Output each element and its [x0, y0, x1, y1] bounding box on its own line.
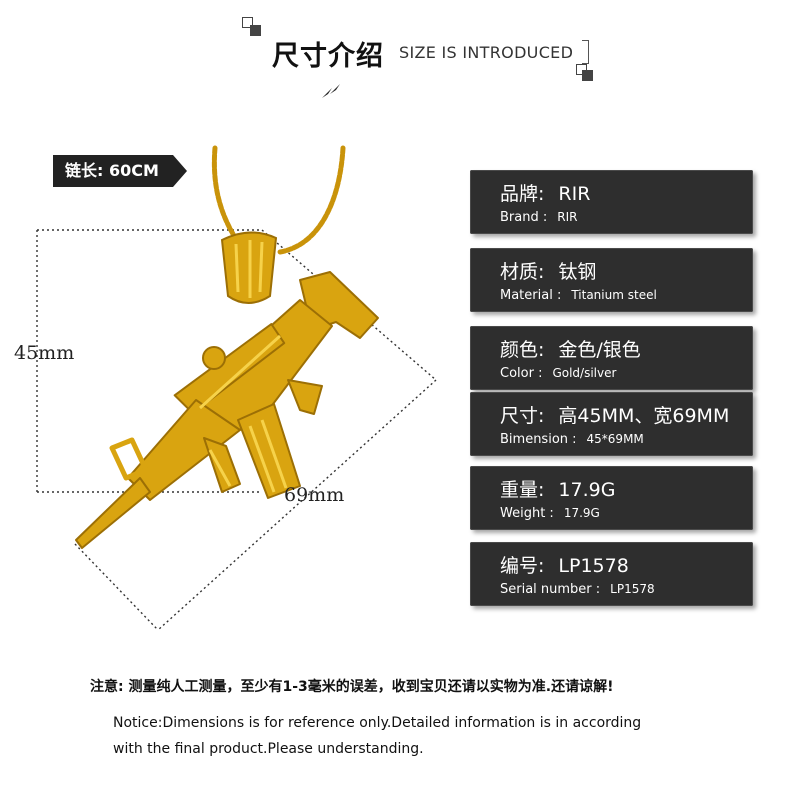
- section-subtitle: SIZE IS INTRODUCED: [399, 43, 574, 62]
- spec-label-en: Color :: [500, 366, 543, 381]
- dimension-guides: [36, 229, 437, 631]
- spec-panel-serial: 编号: LP1578 Serial number : LP1578: [470, 542, 753, 606]
- spec-value-cn: 钛钢: [558, 261, 597, 283]
- chain-length-tag: 链长: 60CM: [53, 155, 187, 187]
- spec-value-cn: 金色/银色: [558, 339, 641, 361]
- width-label: 69mm: [284, 484, 345, 506]
- spec-label-en: Material :: [500, 288, 562, 303]
- spec-value-cn: RIR: [558, 183, 591, 205]
- spec-value-cn: 17.9G: [558, 479, 616, 501]
- spec-label-en: Weight :: [500, 506, 554, 521]
- spec-label-cn: 尺寸:: [500, 405, 545, 427]
- notice-en-line2: with the final product.Please understand…: [113, 741, 424, 757]
- corner-square-icon: [576, 64, 587, 75]
- spec-panel-brand: 品牌: RIR Brand : RIR: [470, 170, 753, 234]
- chain: [211, 145, 346, 255]
- spec-panel-dimension: 尺寸: 高45MM、宽69MM Bimension : 45*69MM: [470, 392, 753, 456]
- spec-panel-weight: 重量: 17.9G Weight : 17.9G: [470, 466, 753, 530]
- spec-label-en: Brand :: [500, 210, 548, 225]
- notice-en: Notice:Dimensions is for reference only.…: [113, 710, 753, 762]
- corner-square-filled-icon: [582, 70, 593, 81]
- spec-label-en: Serial number :: [500, 582, 601, 597]
- spec-label-cn: 颜色:: [500, 339, 545, 361]
- spec-value-cn: 高45MM、宽69MM: [558, 405, 730, 427]
- spec-value-en: Titanium steel: [571, 288, 657, 302]
- spec-value-en: 17.9G: [563, 506, 600, 520]
- spec-value-cn: LP1578: [558, 555, 629, 577]
- spec-panel-material: 材质: 钛钢 Material : Titanium steel: [470, 248, 753, 312]
- spec-label-cn: 品牌:: [500, 183, 545, 205]
- spec-value-en: LP1578: [610, 582, 655, 596]
- spec-label-cn: 编号:: [500, 555, 545, 577]
- corner-square-icon: [242, 17, 253, 28]
- sparkle-icon: [322, 84, 340, 98]
- spec-label-en: Bimension :: [500, 432, 577, 447]
- spec-value-en: 45*69MM: [586, 432, 644, 446]
- rifle-highlights: [198, 334, 288, 493]
- spec-panel-color: 颜色: 金色/银色 Color : Gold/silver: [470, 326, 753, 390]
- rifle-pendant: [75, 271, 379, 549]
- section-title: 尺寸介绍: [272, 41, 384, 72]
- spec-value-en: RIR: [557, 210, 578, 224]
- notice-en-line1: Notice:Dimensions is for reference only.…: [113, 715, 642, 731]
- height-label: 45mm: [14, 342, 75, 364]
- spec-label-cn: 材质:: [500, 261, 545, 283]
- product-image: [36, 145, 437, 631]
- corner-square-filled-icon: [250, 25, 261, 36]
- bracket-decoration: [582, 40, 589, 64]
- notice-cn: 注意: 测量纯人工测量，至少有1-3毫米的误差，收到宝贝还请以实物为准.还请谅解…: [90, 679, 614, 695]
- spec-value-en: Gold/silver: [552, 366, 617, 380]
- spec-label-cn: 重量:: [500, 479, 545, 501]
